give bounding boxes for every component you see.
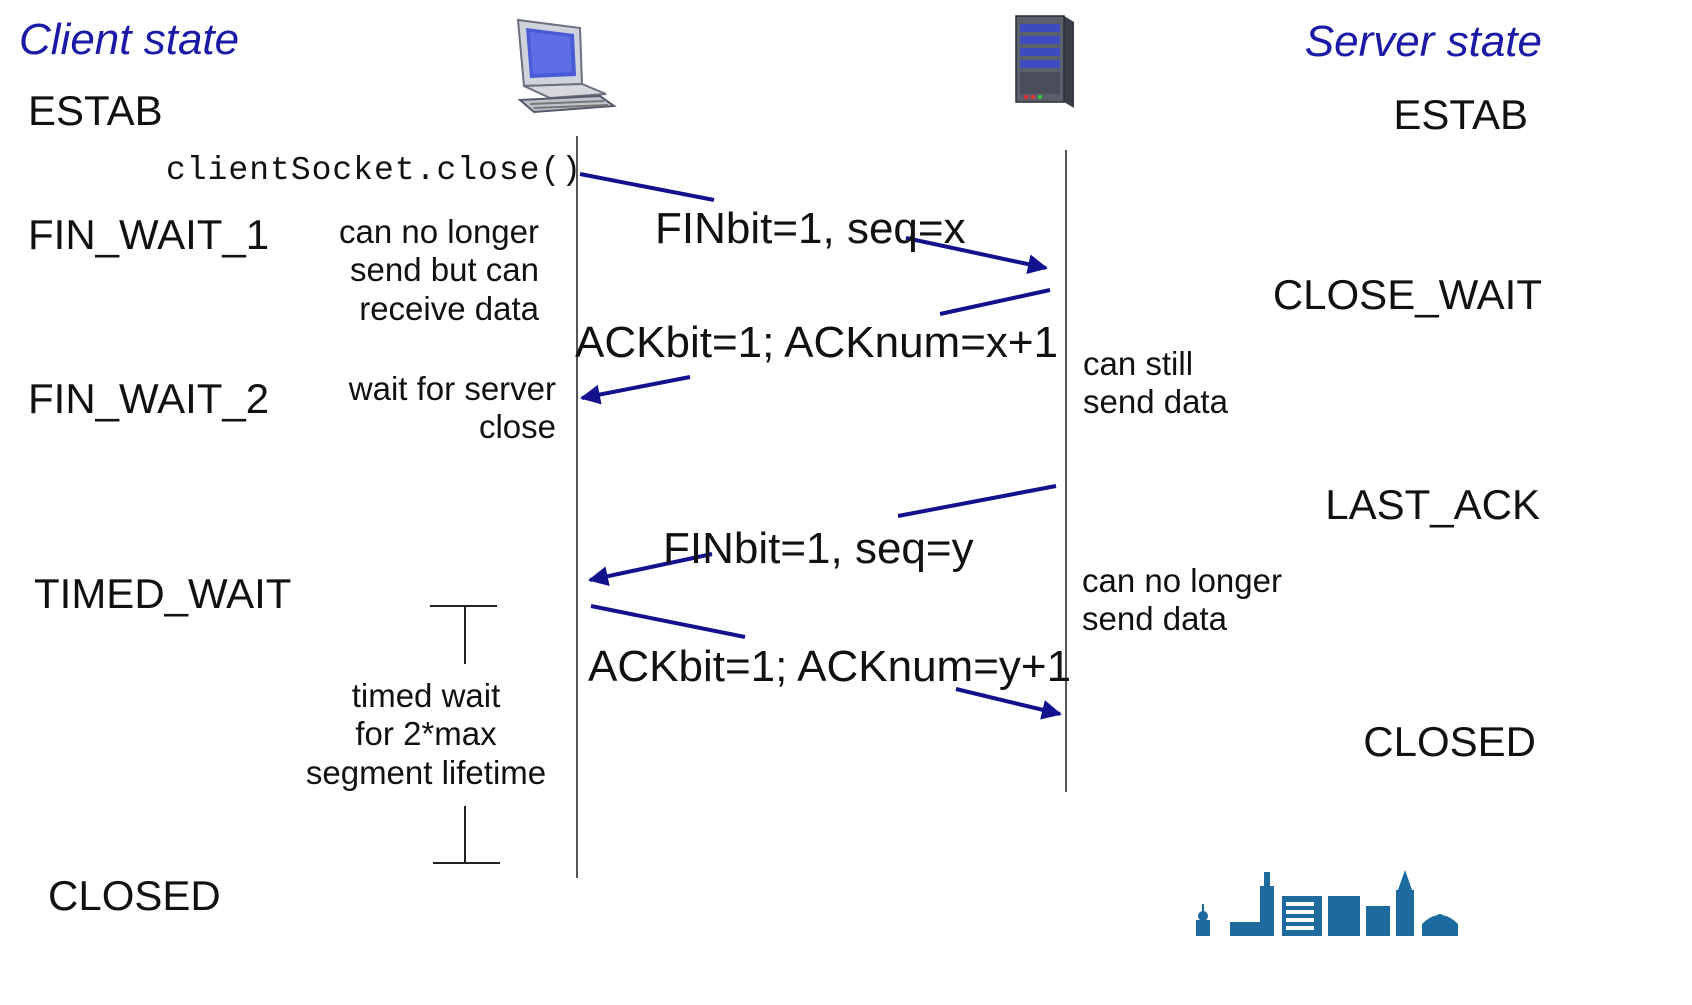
message-ack2: ACKbit=1; ACKnum=y+1 [588,642,1072,691]
note-line: send data [1082,600,1227,638]
message-fin2: FINbit=1, seq=y [663,524,974,573]
message-ack1: ACKbit=1; ACKnum=x+1 [575,318,1059,367]
note-close-wait: can still send data [1083,345,1228,422]
note-line: for 2*max [355,715,497,753]
server-state-close-wait: CLOSE_WAIT [1272,271,1542,318]
ack2-arrow-segment [590,604,746,639]
note-timed-wait: timed wait for 2*max segment lifetime [304,677,548,792]
server-state-closed: CLOSED [1363,718,1536,765]
note-line: can still [1083,345,1194,382]
note-line: wait for server [348,370,556,407]
fin2-arrow-segment [897,484,1057,518]
fin1-arrow-head [905,236,1048,275]
message-fin1: FINbit=1, seq=x [655,204,966,253]
fin2-arrow-head [588,552,713,587]
client-state-closed: CLOSED [48,872,221,919]
city-skyline-logo [1196,870,1458,936]
note-line: send but can [350,251,539,289]
client-state-header: Client state [19,15,240,64]
fin1-arrow-segment [579,172,715,202]
note-fin-wait-2: wait for server close [349,370,556,447]
ack1-arrow-segment [939,288,1051,316]
server-tower-icon [1015,15,1074,108]
desktop-computer-icon [516,18,617,114]
client-close-call: clientSocket.close() [166,152,583,189]
client-state-timed-wait: TIMED_WAIT [34,570,292,617]
client-state-fin-wait-1: FIN_WAIT_1 [28,211,270,258]
note-line: segment lifetime [305,753,547,791]
ack2-arrow-head [955,687,1062,720]
server-state-estab: ESTAB [1393,91,1528,138]
ack1-arrow-head [580,375,691,405]
note-fin-wait-1: can no longer send but can receive data [339,213,539,328]
server-state-last-ack: LAST_ACK [1325,481,1540,528]
client-state-fin-wait-2: FIN_WAIT_2 [28,375,270,422]
note-last-ack: can no longer send data [1082,562,1282,639]
note-line: send data [1083,383,1228,421]
client-state-estab: ESTAB [28,87,163,134]
note-line: can no longer [339,213,539,250]
note-line: timed wait [351,677,501,714]
note-line: can no longer [1082,562,1282,599]
note-line: receive data [359,289,539,327]
note-line: close [478,408,556,446]
server-state-header: Server state [1304,17,1542,66]
